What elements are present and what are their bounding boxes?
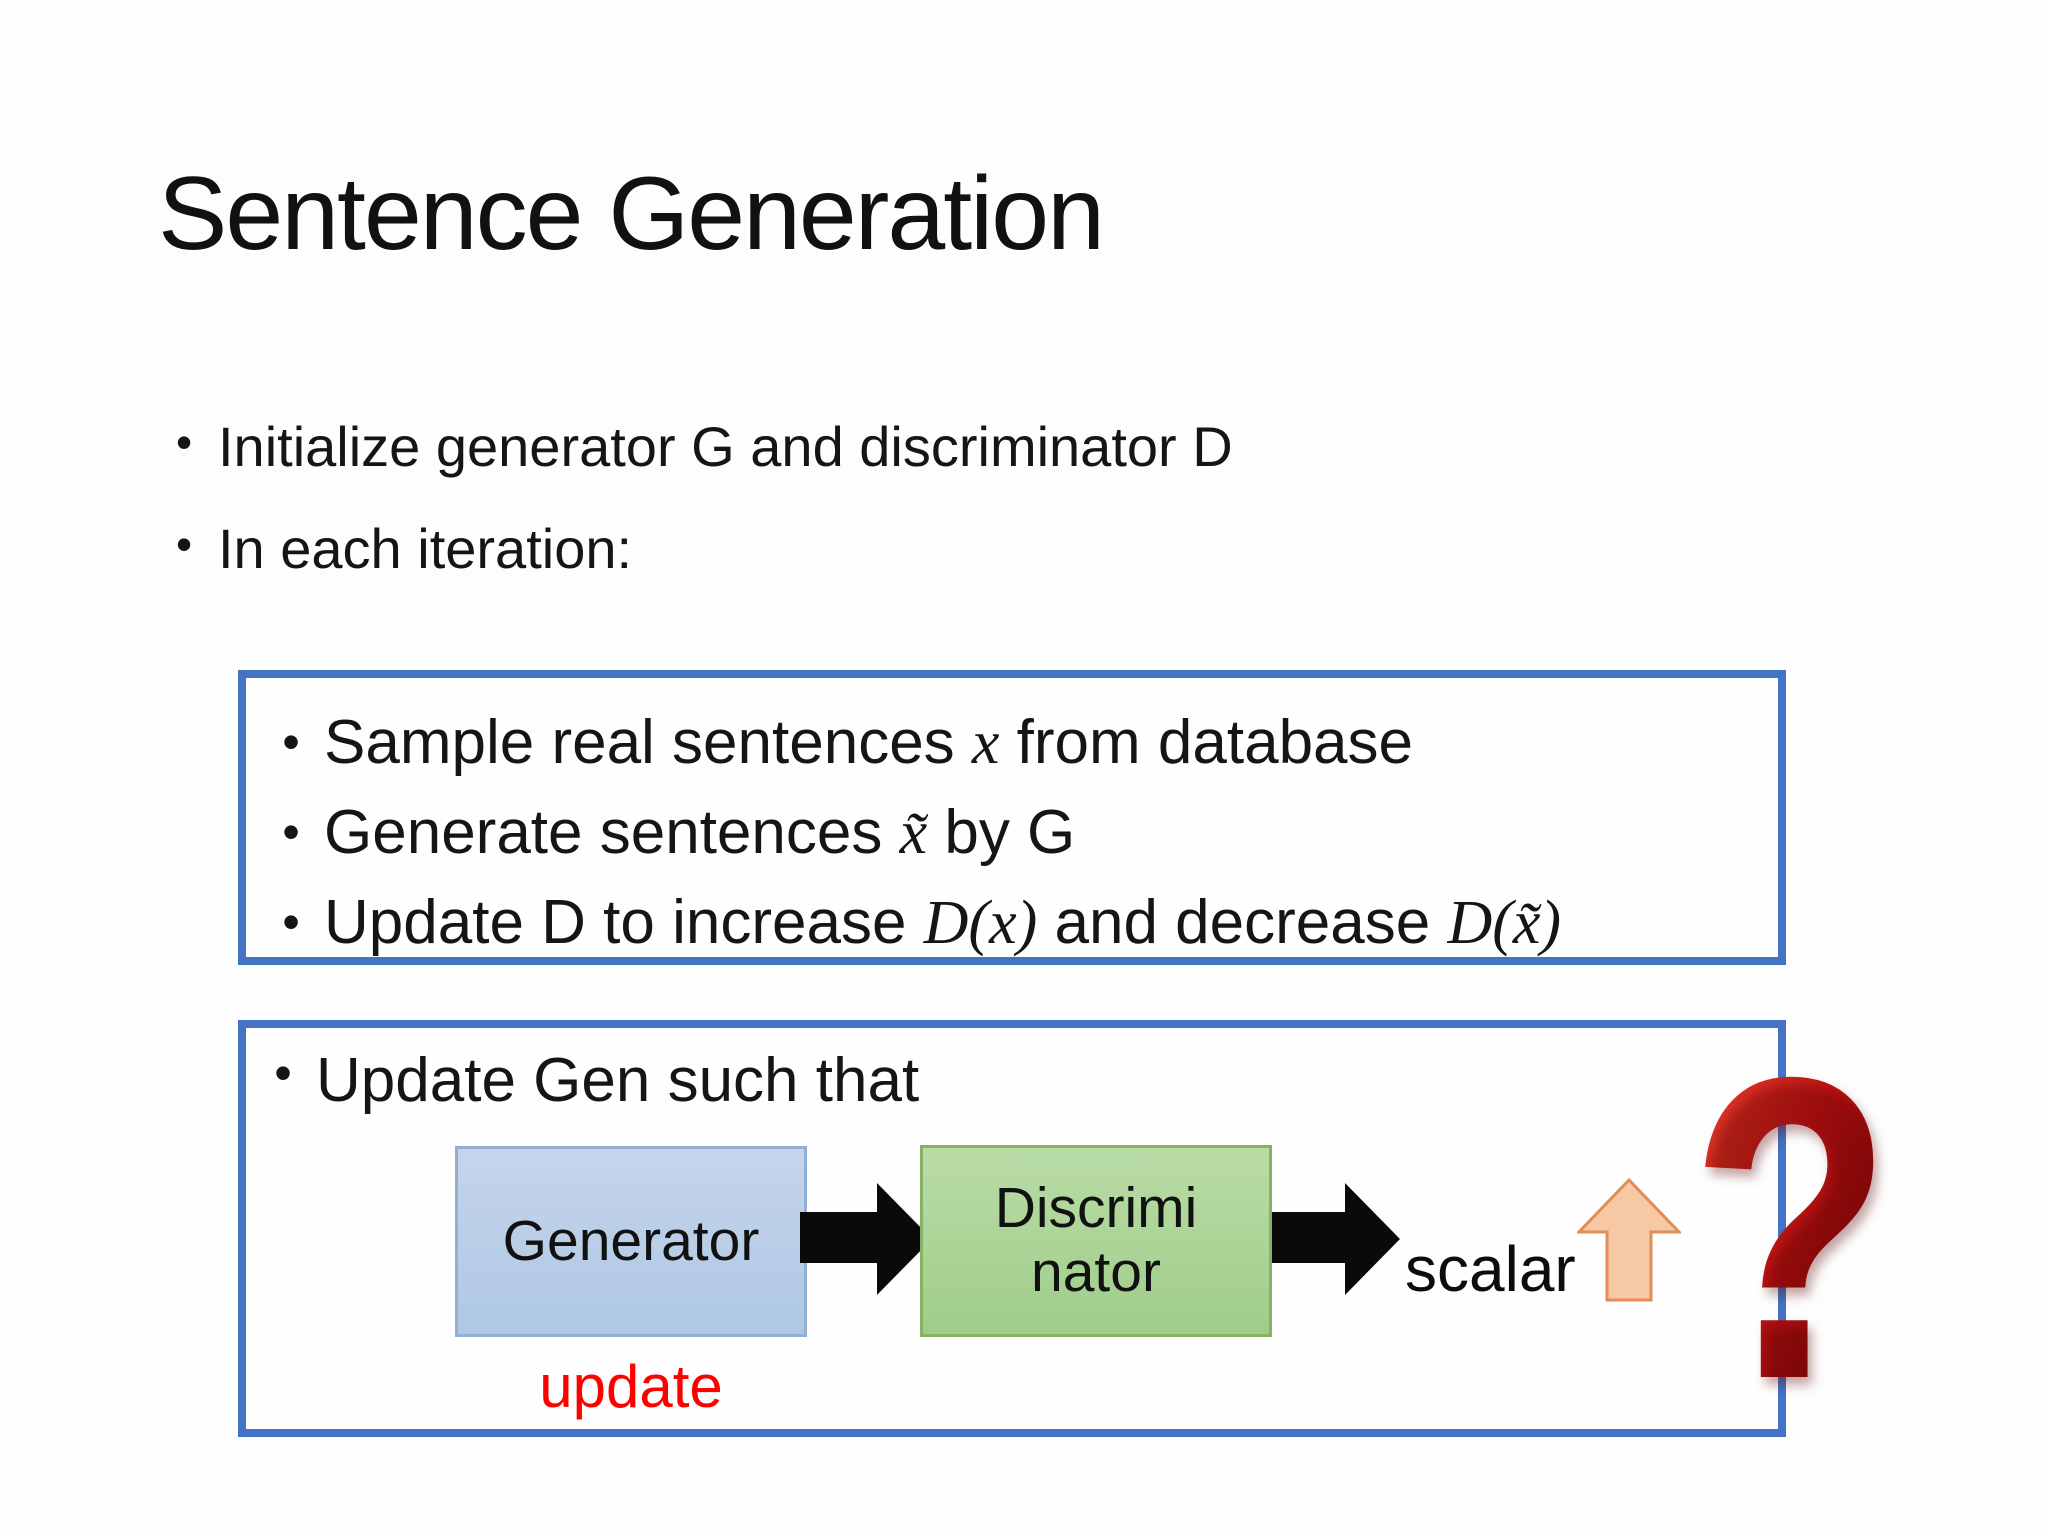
- step-text: Generate sentences x̃ by G: [324, 798, 1076, 867]
- bullet-initialize: • Initialize generator G and discriminat…: [150, 414, 1233, 479]
- algorithm-steps: • Sample real sentences x from database …: [258, 698, 1561, 968]
- page-title: Sentence Generation: [158, 156, 1105, 272]
- flow-arrow-icon: [800, 1183, 932, 1295]
- generator-node: Generator: [455, 1146, 807, 1337]
- bullet-text: Update Gen such that: [316, 1046, 920, 1115]
- bullet-dot: •: [274, 1045, 292, 1101]
- flow-arrow-icon: [1272, 1183, 1400, 1295]
- scalar-label: scalar: [1405, 1233, 1576, 1305]
- question-mark-icon: ?: [1690, 989, 1893, 1469]
- bullet-dot: •: [282, 894, 300, 950]
- discriminator-node: Discrimi nator: [920, 1145, 1272, 1337]
- step-generate: • Generate sentences x̃ by G: [258, 788, 1561, 878]
- bullet-iteration: • In each iteration:: [150, 516, 632, 581]
- bullet-dot: •: [282, 804, 300, 860]
- bullet-dot: •: [175, 416, 193, 468]
- step-update-d: • Update D to increase D(x) and decrease…: [258, 878, 1561, 968]
- bullet-dot: •: [175, 518, 193, 570]
- step-text: Update D to increase D(x) and decrease D…: [324, 888, 1562, 957]
- discriminator-label: Discrimi nator: [994, 1176, 1198, 1304]
- update-label: update: [539, 1353, 723, 1420]
- increase-up-arrow-icon: [1577, 1178, 1681, 1302]
- math-x: x: [971, 709, 1000, 777]
- math-d-of-x-tilde: D(x̃): [1447, 889, 1562, 957]
- step-text: Sample real sentences x from database: [324, 708, 1414, 777]
- math-d-of-x: D(x): [923, 889, 1038, 957]
- bullet-update-gen: • Update Gen such that: [250, 1041, 919, 1122]
- bullet-dot: •: [282, 714, 300, 770]
- bullet-text: Initialize generator G and discriminator…: [218, 415, 1233, 478]
- discriminator-update-box: • Sample real sentences x from database …: [238, 670, 1786, 965]
- step-sample: • Sample real sentences x from database: [258, 698, 1561, 788]
- math-x-tilde: x̃: [899, 799, 928, 867]
- bullet-text: In each iteration:: [218, 517, 633, 580]
- generator-label: Generator: [502, 1208, 760, 1273]
